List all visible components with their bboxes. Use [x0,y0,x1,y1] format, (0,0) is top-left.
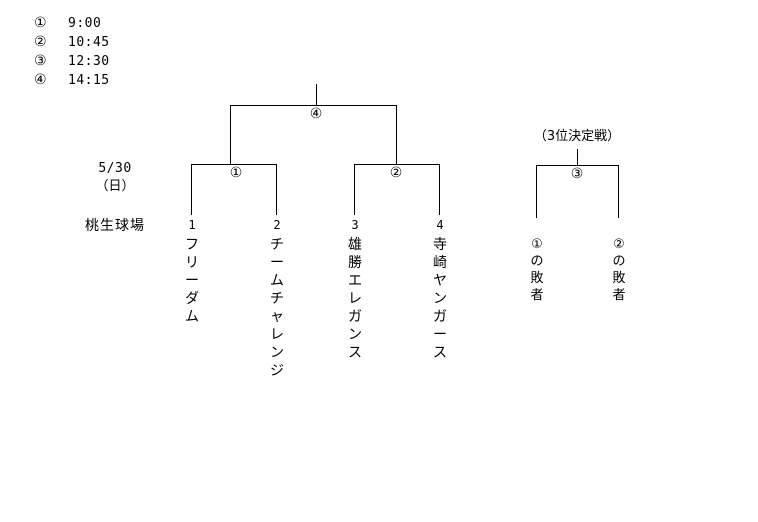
vertical-char: 勝 [348,255,362,271]
legend-game-time: 12:30 [68,54,110,69]
vertical-char: ム [185,309,199,325]
game-marker-2: ② [389,165,403,181]
third-place-title: （3位決定戦） [533,129,621,144]
vertical-char: 敗 [612,271,626,286]
event-venue: 桃生球場 [85,218,145,234]
vertical-char: レ [348,291,362,307]
vertical-char: ダ [185,291,199,307]
semifinal-left-leg-1 [191,164,192,215]
vertical-char: リ [185,255,199,271]
vertical-char: 雄 [348,237,362,253]
team-name-2: チームチャレンジ [268,236,286,380]
champion-stem [316,84,317,105]
seed-number-4: 4 [436,218,444,232]
vertical-char: ン [433,291,447,307]
vertical-char: ス [348,345,362,361]
game-marker-3: ③ [570,166,584,182]
vertical-char: ー [270,255,284,271]
legend-row: ④ 14:15 [34,71,110,90]
third-place-bar [536,165,619,166]
team-name-4: 寺崎ヤンガース [431,236,449,362]
third-place-left-leg [536,165,537,218]
legend-game-mark: ③ [34,53,47,69]
vertical-char: ガ [348,309,362,325]
legend-game-mark: ④ [34,72,47,88]
vertical-char: 者 [612,288,626,303]
legend-game-time: 9:00 [68,16,102,31]
semifinal-left-bar [191,164,276,165]
vertical-char: ス [433,345,447,361]
vertical-char: ① [531,237,543,252]
vertical-char: レ [270,327,284,343]
vertical-char: の [612,254,626,269]
legend-game-mark: ① [34,15,47,31]
time-legend: ① 9:00 ② 10:45 ③ 12:30 ④ 14:15 [34,14,110,90]
vertical-char: エ [348,273,362,289]
third-place-stem [577,149,578,165]
vertical-char: ン [270,345,284,361]
third-place-entrant-1: ① の敗者 [528,236,546,304]
final-left-leg [230,105,231,164]
vertical-char: 寺 [433,237,447,253]
vertical-char: 敗 [530,271,544,286]
vertical-char: チ [270,237,284,253]
vertical-char: ー [433,327,447,343]
team-name-3: 雄勝エレガンス [346,236,364,362]
vertical-char: ヤ [433,273,447,289]
third-place-entrant-2: ② の敗者 [610,236,628,304]
event-weekday: （日） [95,179,135,194]
legend-row: ③ 12:30 [34,52,110,71]
legend-game-time: 10:45 [68,35,110,50]
vertical-char: ジ [270,363,284,379]
vertical-char: フ [185,237,199,253]
vertical-char: ガ [433,309,447,325]
final-bar [230,105,397,106]
final-right-leg [396,105,397,164]
seed-number-3: 3 [351,218,359,232]
legend-game-time: 14:15 [68,73,110,88]
legend-game-mark: ② [34,34,47,50]
semifinal-right-leg-1 [354,164,355,215]
vertical-char: ー [185,273,199,289]
legend-row: ① 9:00 [34,14,110,33]
vertical-char: ン [348,327,362,343]
third-place-right-leg [618,165,619,218]
vertical-char: チ [270,291,284,307]
semifinal-right-leg-2 [439,164,440,215]
legend-row: ② 10:45 [34,33,110,52]
semifinal-left-leg-2 [276,164,277,215]
game-marker-1: ① [229,165,243,181]
vertical-char: 者 [530,288,544,303]
vertical-char: ャ [270,309,284,325]
game-marker-4: ④ [309,106,323,122]
vertical-char: ② [613,237,625,252]
vertical-char: の [530,254,544,269]
seed-number-1: 1 [188,218,196,232]
vertical-char: 崎 [433,255,447,271]
vertical-char: ム [270,273,284,289]
event-date: 5/30 [98,161,132,176]
semifinal-right-bar [354,164,439,165]
event-date-block: 5/30 （日） [60,160,170,196]
seed-number-2: 2 [273,218,281,232]
team-name-1: フリーダム [183,236,201,326]
